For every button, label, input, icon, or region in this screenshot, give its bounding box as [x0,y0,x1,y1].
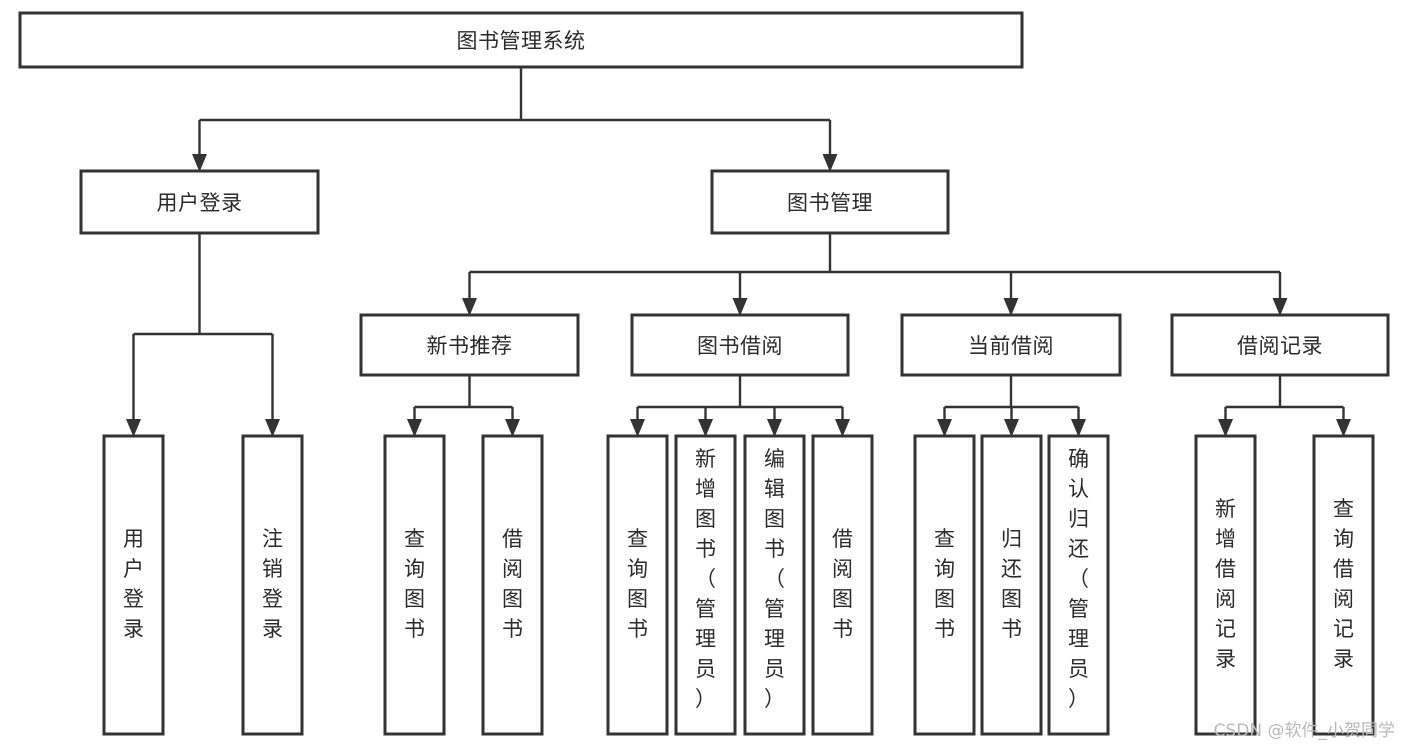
node-leaf-borrow-book-1[interactable]: 借阅图书 [481,434,544,736]
arrow-head [505,419,520,437]
node-box [383,434,446,736]
arrow-head [1336,419,1351,437]
node-box [980,434,1043,736]
node-label: 注销登录 [262,527,283,641]
node-user-login[interactable]: 用户登录 [79,169,320,235]
node-box [900,313,1122,377]
node-borrow-record[interactable]: 借阅记录 [1170,313,1390,377]
node-label: 编辑图书（管理员） [764,447,785,711]
arrow-head [1272,298,1288,316]
node-box [1194,434,1257,736]
node-label: 查询图书 [934,527,955,641]
node-label: 新增图书（管理员） [695,447,716,711]
node-label: 借阅图书 [832,527,853,641]
node-label: 图书管理系统 [457,29,586,53]
node-box [606,434,669,736]
diagram-nodes: 图书管理系统用户登录图书管理新书推荐图书借阅当前借阅借阅记录用户登录注销登录查询… [18,11,1390,736]
node-box [79,169,320,235]
node-leaf-query-book-3[interactable]: 查询图书 [913,434,976,736]
node-box [743,434,806,736]
arrow-head [698,419,713,437]
node-box [710,169,950,235]
node-label: 确认归还（管理员） [1068,447,1089,711]
node-box [1047,434,1110,736]
node-box [811,434,874,736]
node-label: 新书推荐 [427,334,513,358]
node-leaf-logout[interactable]: 注销登录 [241,434,304,736]
node-leaf-query-book-1[interactable]: 查询图书 [383,434,446,736]
node-label: 新增借阅记录 [1215,497,1236,671]
arrow-head [1004,419,1019,437]
node-leaf-query-record[interactable]: 查询借阅记录 [1312,434,1375,736]
node-leaf-user-login[interactable]: 用户登录 [102,434,165,736]
node-leaf-confirm-return[interactable]: 确认归还（管理员） [1047,434,1110,736]
node-current-borrow[interactable]: 当前借阅 [900,313,1122,377]
arrow-head [1003,298,1019,316]
node-label: 图书借阅 [697,334,783,358]
node-box [102,434,165,736]
node-label: 借阅记录 [1237,334,1323,358]
node-new-book-rec[interactable]: 新书推荐 [359,313,580,377]
node-label: 归还图书 [1001,527,1022,641]
csdn-watermark: CSDN @软件_小贺同学 [1213,721,1395,741]
arrow-head [126,419,141,437]
node-root[interactable]: 图书管理系统 [18,11,1024,69]
node-leaf-return-book[interactable]: 归还图书 [980,434,1043,736]
node-leaf-add-record[interactable]: 新增借阅记录 [1194,434,1257,736]
node-label: 用户登录 [123,527,144,641]
node-box [1312,434,1375,736]
node-leaf-add-book[interactable]: 新增图书（管理员） [674,434,737,736]
arrow-head [1071,419,1086,437]
arrow-head [462,298,477,316]
arrow-head [937,419,952,437]
arrow-head [835,419,850,437]
node-box [630,313,850,377]
node-label: 用户登录 [157,191,243,215]
node-box [18,11,1024,69]
arrow-head [732,298,748,316]
arrow-head [630,419,645,437]
node-box [1170,313,1390,377]
node-label: 当前借阅 [968,334,1054,358]
node-box [241,434,304,736]
node-book-manage[interactable]: 图书管理 [710,169,950,235]
arrow-head [407,419,422,437]
node-box [481,434,544,736]
node-label: 图书管理 [787,191,873,215]
node-leaf-borrow-book-2[interactable]: 借阅图书 [811,434,874,736]
node-box [913,434,976,736]
arrow-head [265,419,280,437]
node-book-borrow[interactable]: 图书借阅 [630,313,850,377]
node-box [359,313,580,377]
node-leaf-edit-book[interactable]: 编辑图书（管理员） [743,434,806,736]
arrow-head [767,419,782,437]
node-leaf-query-book-2[interactable]: 查询图书 [606,434,669,736]
connector-edges [126,67,1351,437]
node-box [674,434,737,736]
node-label: 查询借阅记录 [1333,497,1354,671]
arrow-head [1218,419,1233,437]
node-label: 查询图书 [404,527,425,641]
arrow-head [822,154,838,172]
arrow-head [192,154,207,172]
node-label: 借阅图书 [502,527,523,641]
node-label: 查询图书 [627,527,648,641]
